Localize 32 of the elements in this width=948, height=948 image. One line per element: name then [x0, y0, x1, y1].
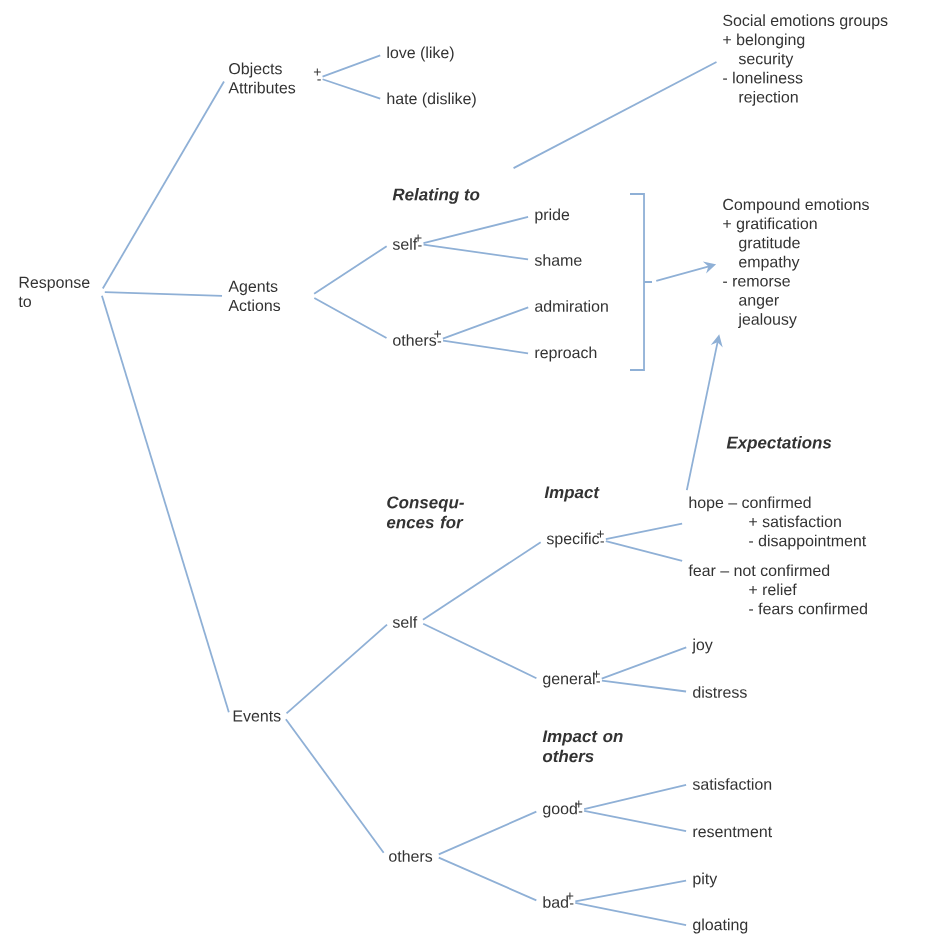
heading: Impact on others: [542, 730, 623, 763]
branch-line: [583, 784, 687, 810]
branch-line: [437, 810, 538, 856]
branch-line: [442, 339, 529, 355]
branch-line: [422, 541, 542, 621]
branch-line: [101, 80, 225, 290]
branch-line: [512, 61, 718, 170]
branch-line: [313, 245, 388, 295]
branch-line: [600, 646, 688, 680]
heading: Consequ- ences for: [386, 496, 464, 529]
branch-line: [321, 78, 382, 100]
branch-line: [437, 856, 538, 902]
branch-line: [285, 623, 388, 715]
branch-line: [422, 622, 538, 680]
branch-line: [321, 54, 382, 78]
branch-line: [422, 243, 529, 261]
bracket: [629, 193, 653, 371]
branch-line: [101, 294, 230, 714]
branch-line: [313, 297, 388, 339]
branch-line: [604, 540, 684, 562]
branch-line: [422, 216, 530, 244]
branch-line: [574, 901, 687, 927]
branch-line: [604, 522, 683, 541]
branch-line: [574, 879, 687, 903]
heading: Expectations: [726, 436, 832, 452]
heading: Impact: [544, 486, 600, 502]
branch-line: [103, 291, 223, 297]
branch-line: [285, 718, 385, 854]
heading: Relating to: [392, 188, 480, 204]
branch-line: [441, 306, 530, 340]
branch-line: [583, 809, 687, 833]
branch-line: [601, 679, 687, 693]
